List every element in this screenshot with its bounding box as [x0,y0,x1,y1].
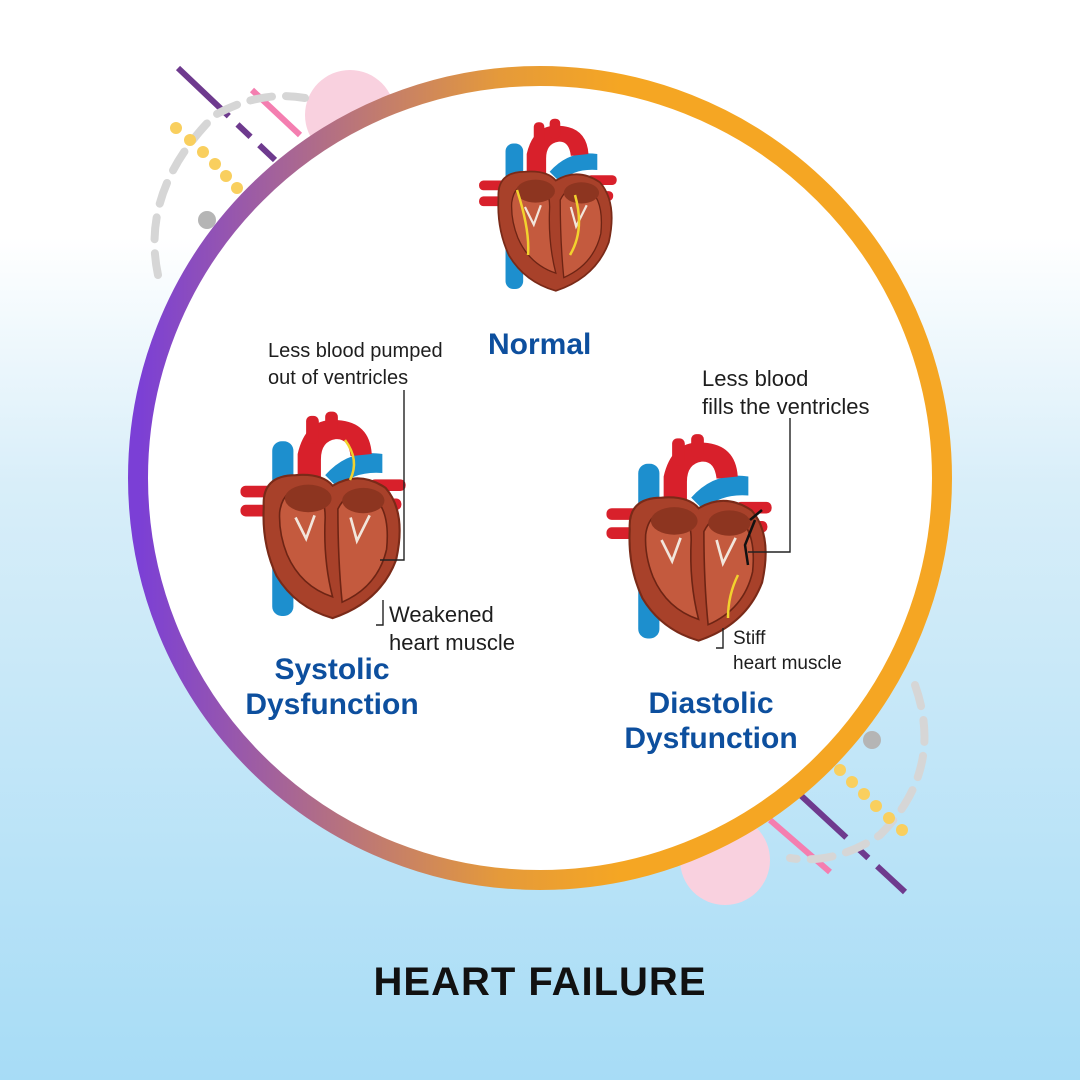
diastolic-note-top: Less blood fills the ventricles [702,365,870,421]
flow-arrows [343,189,740,619]
main-title: HEART FAILURE [373,960,707,1004]
systolic-note-bottom-line2: heart muscle [389,630,515,655]
diastolic-label: Diastolic Dysfunction [611,686,811,756]
systolic-label-line2: Dysfunction [245,688,419,721]
systolic-note-top: Less blood pumped out of ventricles [268,338,443,392]
systolic-note-bottom: Weakened heart muscle [389,601,515,657]
stiffness-marker [743,509,763,566]
systolic-note-bottom-line1: Weakened [389,602,494,627]
systolic-label: Systolic Dysfunction [232,652,432,722]
diastolic-label-line1: Diastolic [648,687,774,720]
systolic-note-top-line1: Less blood pumped [268,340,443,362]
diastolic-note-top-line2: fills the ventricles [702,394,870,419]
normal-label: Normal [488,328,592,361]
diastolic-label-line2: Dysfunction [624,722,798,755]
gradient-ring [128,66,952,890]
diastolic-note-bottom: Stiff heart muscle [733,626,842,676]
diastolic-note-bottom-line1: Stiff [733,628,766,649]
diastolic-note-top-line1: Less blood [702,366,809,391]
systolic-label-line1: Systolic [274,653,390,686]
ring-background [138,76,942,880]
leader-lines [376,390,791,649]
systolic-note-top-line2: out of ventricles [268,367,409,389]
diastolic-note-bottom-line2: heart muscle [733,653,842,674]
